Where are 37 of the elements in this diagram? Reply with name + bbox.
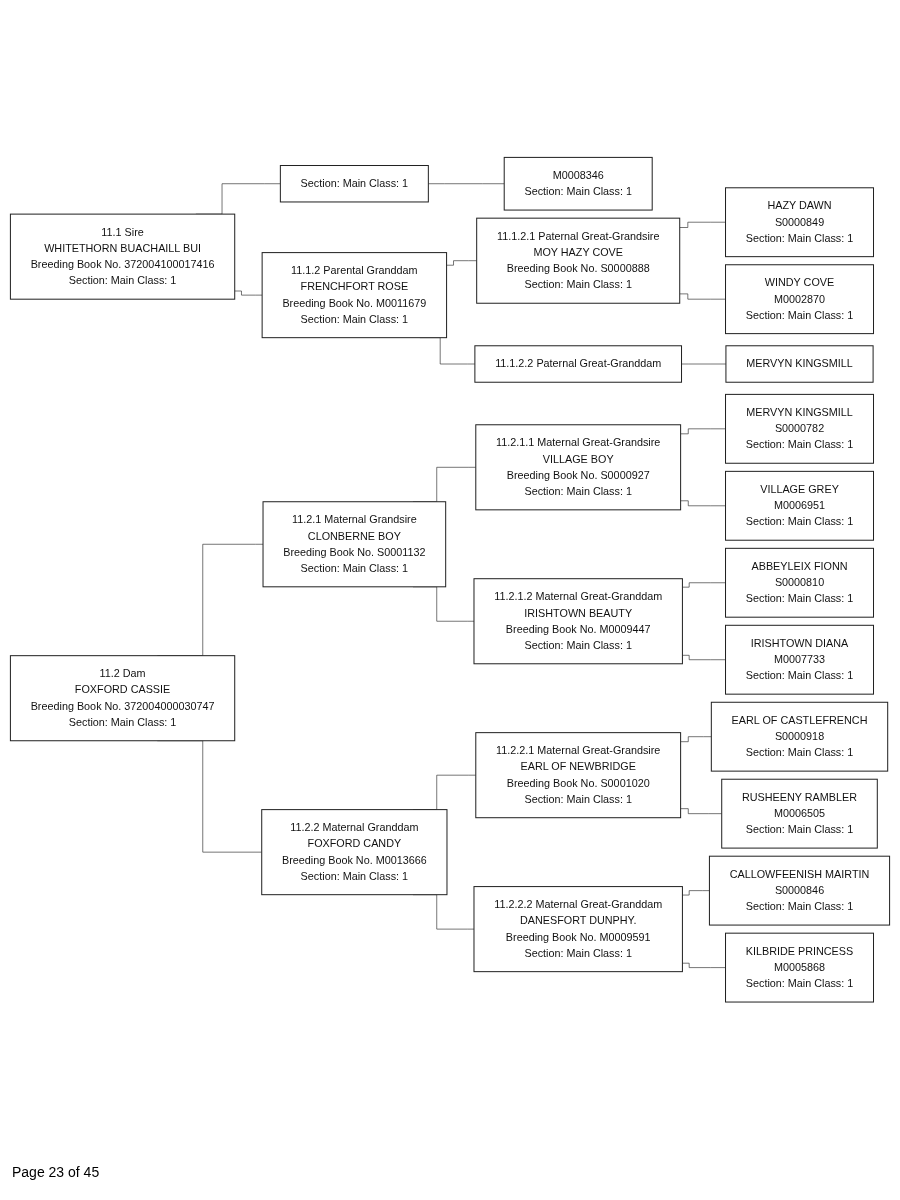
page-number: Page 23 of 45 xyxy=(12,1164,101,1180)
node-box: 11.1 Sire WHITETHORN BUACHAILL BUI Breeding Book No. 372004100017416 Section: Main Class: 1 xyxy=(9,213,236,300)
node-box: CALLOWFEENISH MAIRTIN S0000846 Section: Main Class: 1 xyxy=(708,855,891,926)
node-box: RUSHEENY RAMBLER M0006505 Section: Main Class: 1 xyxy=(721,779,878,849)
node-box: 11.1.2.2 Paternal Great-Granddam xyxy=(474,345,683,383)
node-box: 11.1.2.1 Paternal Great-Grandsire MOY HAZY COVE Breeding Book No. S0000888 Section: Main Class: 1 xyxy=(476,217,681,305)
node-box: KILBRIDE PRINCESS M0005868 Section: Main Class: 1 xyxy=(725,932,874,1003)
connector xyxy=(682,582,726,588)
connector xyxy=(679,293,726,300)
connector xyxy=(682,890,710,896)
node-box: Section: Main Class: 1 xyxy=(279,165,429,203)
connector xyxy=(680,500,726,507)
connector xyxy=(680,736,712,743)
node-box: WINDY COVE M0002870 Section: Main Class: 1 xyxy=(725,264,874,335)
node-box: 11.2.2.1 Maternal Great-Grandsire EARL OF NEWBRIDGE Breeding Book No. S0001020 Section: Main Class: 1 xyxy=(475,732,682,819)
connector xyxy=(682,655,726,661)
node-box: VILLAGE GREY M0006951 Section: Main Class: 1 xyxy=(725,471,874,541)
connector xyxy=(679,222,726,229)
node-box: 11.2.1.2 Maternal Great-Granddam IRISHTOWN BEAUTY Breeding Book No. M0009447 Section: Main Class: 1 xyxy=(473,578,683,665)
node-box: 11.2.2 Maternal Granddam FOXFORD CANDY Breeding Book No. M0013666 Section: Main Class: 1 xyxy=(261,809,448,896)
node-box: HAZY DAWN S0000849 Section: Main Class: 1 xyxy=(725,187,874,258)
node-box: 11.2 Dam FOXFORD CASSIE Breeding Book No. 372004000030747 Section: Main Class: 1 xyxy=(9,655,236,742)
node-box: 11.2.2.2 Maternal Great-Granddam DANESFORT DUNPHY. Breeding Book No. M0009591 Section: Main Class: 1 xyxy=(473,886,683,973)
node-box: ABBEYLEIX FIONN S0000810 Section: Main Class: 1 xyxy=(725,548,874,618)
node-box: MERVYN KINGSMILL S0000782 Section: Main Class: 1 xyxy=(725,394,874,465)
connector xyxy=(234,290,263,296)
node-box: 11.2.1 Maternal Grandsire CLONBERNE BOY Breeding Book No. S0001132 Section: Main Class: 1 xyxy=(262,501,447,588)
node-box: IRISHTOWN DIANA M0007733 Section: Main Class: 1 xyxy=(725,625,874,695)
node-box: 11.1.2 Parental Granddam FRENCHFORT ROSE Breeding Book No. M0011679 Section: Main Class: 1 xyxy=(261,252,448,339)
connector xyxy=(682,963,726,969)
connector xyxy=(446,260,477,266)
connector xyxy=(680,428,726,435)
node-box: 11.2.1.1 Maternal Great-Grandsire VILLAGE BOY Breeding Book No. S0000927 Section: Main Class: 1 xyxy=(475,424,682,511)
connector xyxy=(428,183,505,185)
node-box: EARL OF CASTLEFRENCH S0000918 Section: Main Class: 1 xyxy=(710,702,889,772)
node-box: MERVYN KINGSMILL xyxy=(725,345,874,383)
node-box: M0008346 Section: Main Class: 1 xyxy=(503,157,653,211)
